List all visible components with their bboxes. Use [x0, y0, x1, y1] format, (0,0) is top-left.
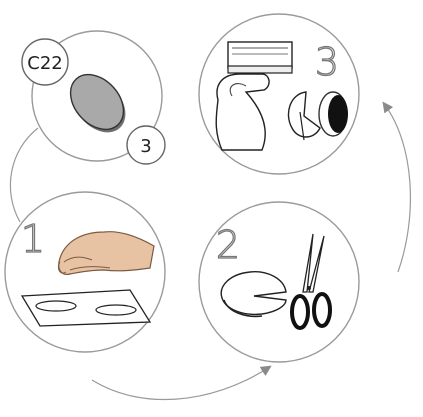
connector-c22-to-step1	[10, 128, 38, 222]
step-1-number: 1	[21, 217, 45, 261]
template-sheet-icon	[22, 290, 150, 326]
step-2-circle: 2	[199, 202, 359, 362]
step-3-number: 3	[315, 40, 339, 84]
arrow-step1-to-step2	[92, 368, 268, 400]
part-circle: C22 3	[22, 31, 165, 164]
backing-strip-icon	[228, 42, 292, 73]
part-code-badge: C22	[22, 39, 68, 85]
step-2-number: 2	[216, 223, 240, 267]
part-code: C22	[27, 53, 62, 74]
step-1-circle: 1	[5, 192, 165, 352]
arrow-step2-to-step3	[385, 105, 410, 272]
quantity-badge: 3	[127, 126, 165, 164]
step-3-circle: 3	[199, 14, 359, 174]
quantity-label: 3	[140, 136, 151, 157]
